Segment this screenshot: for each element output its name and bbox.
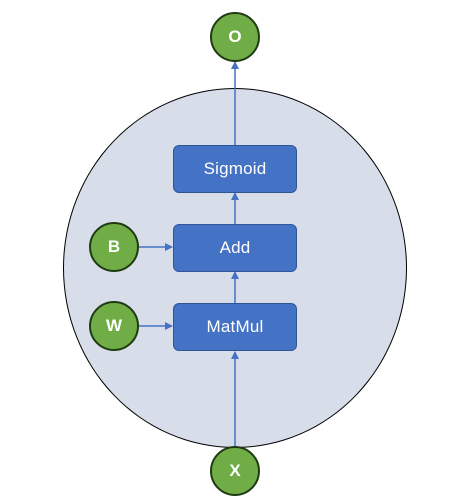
bias-node-label: B bbox=[107, 237, 121, 256]
input-node-label: X bbox=[229, 461, 241, 480]
sigmoid-op: Sigmoid bbox=[173, 145, 297, 193]
input-node: X bbox=[210, 446, 260, 496]
sigmoid-op-label: Sigmoid bbox=[203, 159, 267, 178]
add-op: Add bbox=[173, 224, 297, 272]
output-node: O bbox=[210, 12, 260, 62]
matmul-op: MatMul bbox=[173, 303, 297, 351]
output-node-label: O bbox=[228, 27, 242, 46]
add-op-label: Add bbox=[219, 238, 251, 257]
matmul-op-label: MatMul bbox=[206, 317, 264, 336]
bias-node: B bbox=[89, 222, 139, 272]
weight-node: W bbox=[89, 301, 139, 351]
weight-node-label: W bbox=[105, 316, 123, 335]
